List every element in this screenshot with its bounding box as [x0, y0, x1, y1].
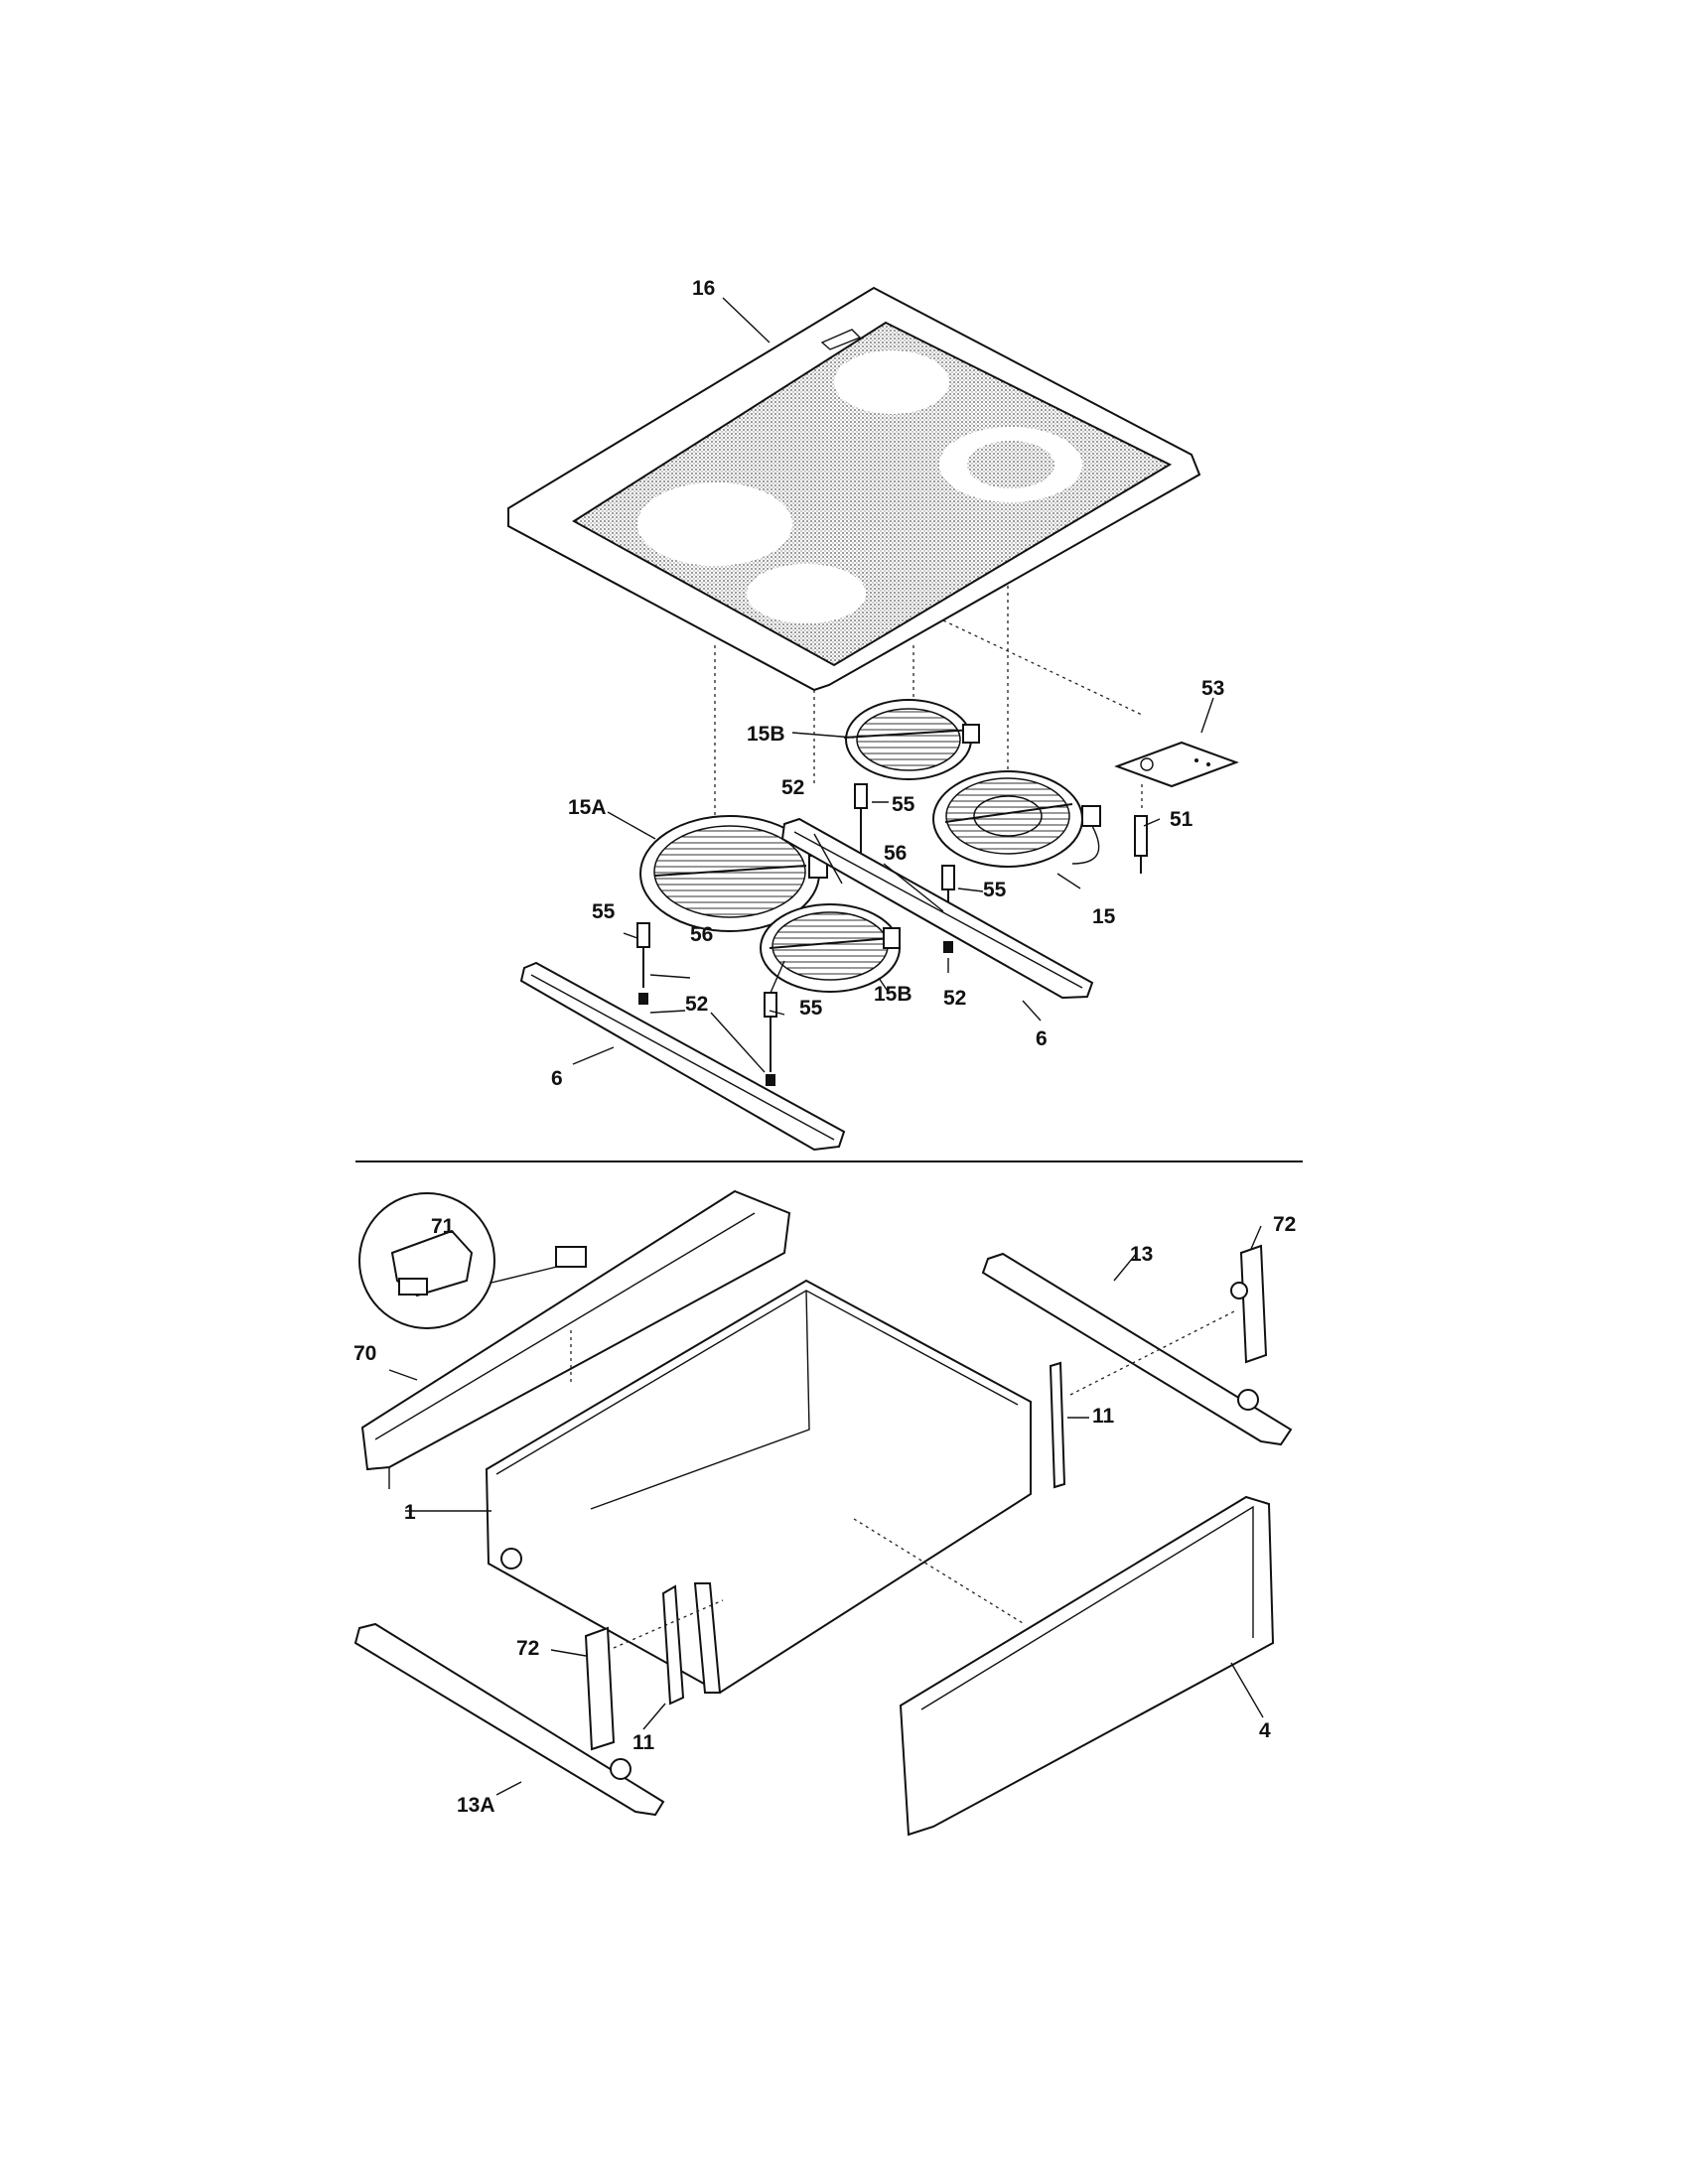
- label-1: 1: [404, 1501, 416, 1524]
- label-55-mid: 55: [799, 997, 823, 1020]
- label-55-left: 55: [592, 900, 616, 923]
- cooktop-glass-top: [507, 286, 1201, 692]
- label-52-right: 52: [943, 987, 966, 1010]
- roller-bracket-72-bottom: [584, 1599, 724, 1751]
- burner-zone-back-left: [834, 350, 949, 414]
- drawer-front-panel-4: [899, 1495, 1275, 1837]
- limit-sensor-51: [1134, 815, 1148, 874]
- label-72-bottom: 72: [516, 1637, 539, 1660]
- drawer-1: [485, 1279, 1032, 1695]
- label-71: 71: [431, 1215, 455, 1238]
- label-15: 15: [1092, 905, 1116, 928]
- support-bracket-6-left: [519, 961, 846, 1152]
- vent-slot: [820, 329, 862, 350]
- support-bracket-6-right: [780, 817, 1094, 1000]
- label-16: 16: [692, 277, 715, 300]
- drawer-rail-13: [981, 1252, 1293, 1446]
- terminal-block-53: [1114, 741, 1239, 788]
- label-70: 70: [353, 1342, 376, 1365]
- radiant-element-15A: [639, 815, 828, 932]
- insulator-55-left: [636, 922, 650, 1005]
- label-6-right: 6: [1036, 1027, 1048, 1050]
- burner-zone-right-inner: [967, 441, 1054, 488]
- label-11-right: 11: [1092, 1405, 1115, 1428]
- drawer-glide-11-right: [1049, 1361, 1066, 1489]
- label-55-top: 55: [892, 793, 915, 816]
- radiant-element-15B-top: [843, 699, 980, 780]
- roller-bracket-72-top: [1230, 1244, 1268, 1364]
- label-11-bottom: 11: [632, 1731, 655, 1754]
- burner-zone-front: [747, 564, 866, 623]
- radiant-element-15B-bottom: [760, 903, 901, 993]
- label-15B-top: 15B: [747, 723, 785, 746]
- label-53: 53: [1201, 677, 1224, 700]
- drawer-rail-13A: [353, 1622, 665, 1817]
- label-51: 51: [1170, 808, 1193, 831]
- label-4: 4: [1259, 1719, 1271, 1742]
- label-56-left: 56: [690, 923, 713, 946]
- label-55-right: 55: [983, 879, 1007, 901]
- drawer-slide-rail-70: [360, 1189, 791, 1489]
- label-15B-bottom: 15B: [874, 983, 912, 1006]
- radiant-element-15: [932, 770, 1101, 868]
- label-52-left: 52: [685, 993, 708, 1016]
- drawer-glide-11-bottom: [661, 1584, 685, 1706]
- burner-zone-left-large: [637, 482, 792, 566]
- detail-callout-71: [358, 1192, 562, 1329]
- label-52-top: 52: [781, 776, 804, 799]
- label-6-left: 6: [551, 1067, 563, 1090]
- label-56-right: 56: [884, 842, 907, 865]
- label-72-top: 72: [1273, 1213, 1296, 1236]
- label-15A: 15A: [568, 796, 607, 819]
- label-13A: 13A: [457, 1794, 495, 1817]
- label-13: 13: [1130, 1243, 1153, 1266]
- insulator-55-mid: [764, 992, 777, 1086]
- leader-lines: [388, 297, 1264, 1796]
